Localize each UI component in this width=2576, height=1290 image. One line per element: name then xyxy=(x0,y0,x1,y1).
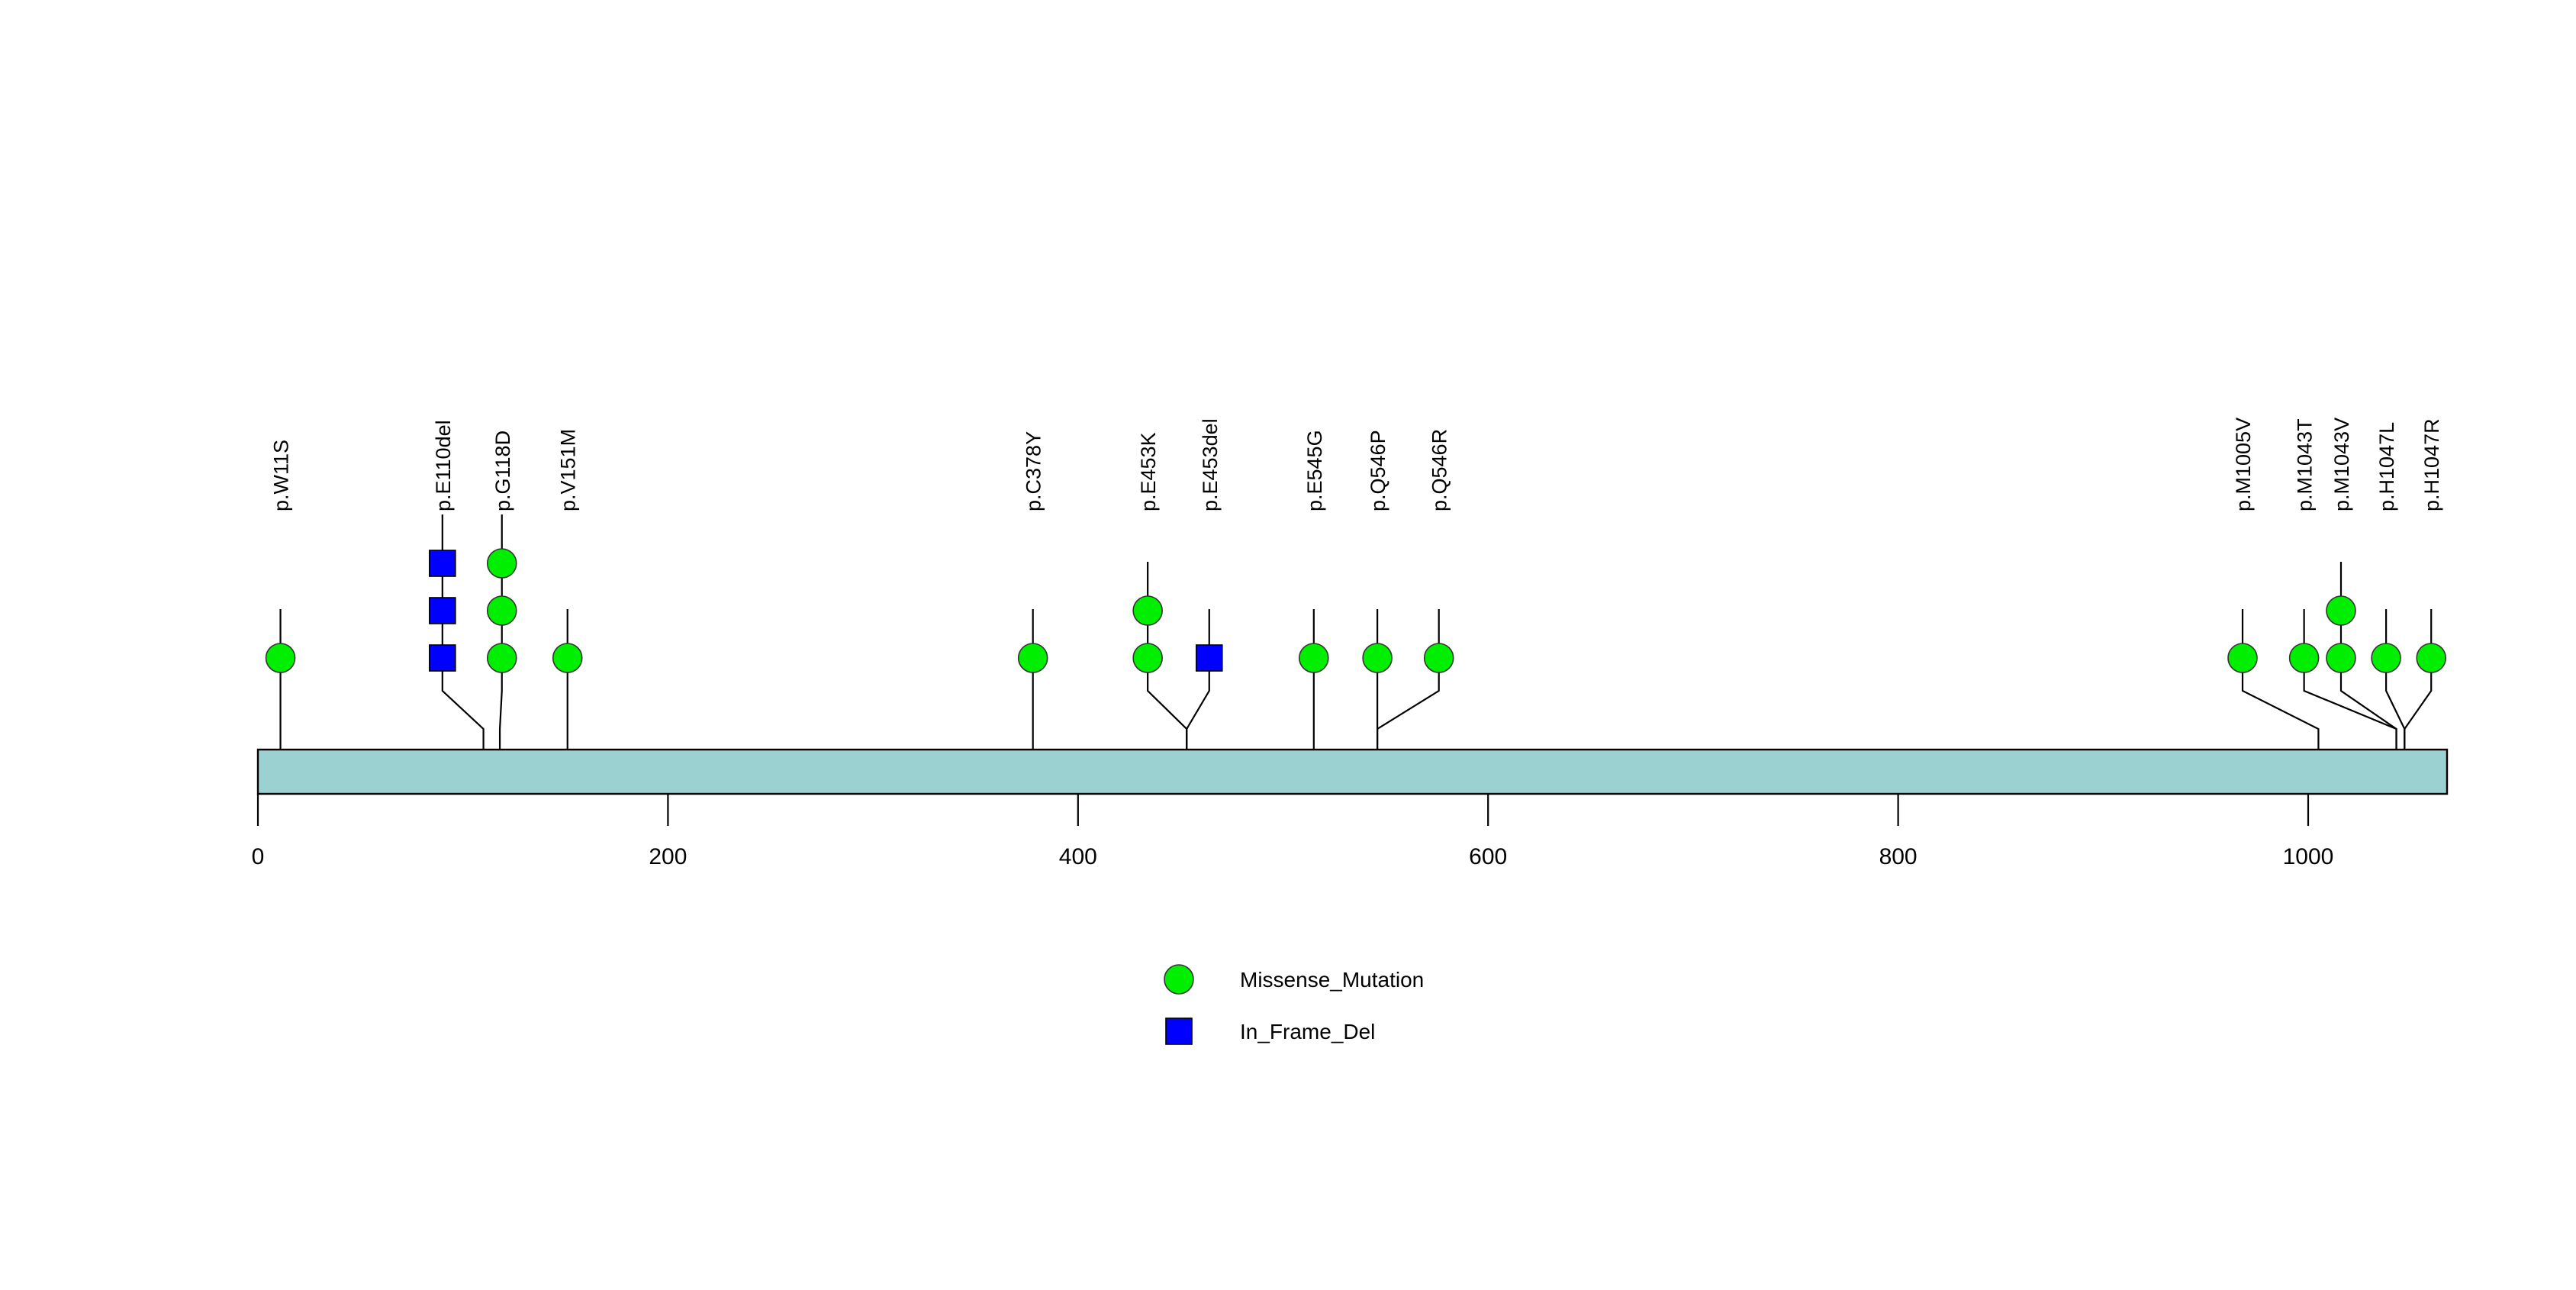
mutation-label: p.W11S xyxy=(270,440,293,511)
mutation-label: p.H1047L xyxy=(2375,422,2398,511)
in-frame-del-marker[interactable] xyxy=(429,597,456,624)
mutation-label: p.V151M xyxy=(557,429,580,511)
missense-mutation-marker[interactable] xyxy=(2371,643,2401,673)
mutation-label: p.E453K xyxy=(1137,432,1160,511)
missense-mutation-marker[interactable] xyxy=(265,643,296,673)
x-axis-layer: 0 200 400 600 800 1000 xyxy=(252,794,2334,869)
mutation-label: p.E110del xyxy=(432,420,455,511)
missense-mutation-marker[interactable] xyxy=(2416,643,2447,673)
mutation-label: p.G118D xyxy=(491,431,514,511)
axis-tick-label: 200 xyxy=(649,844,687,869)
missense-mutation-marker[interactable] xyxy=(2326,595,2356,626)
axis-tick-label: 600 xyxy=(1469,844,1507,869)
legend-swatch-missense-mutation xyxy=(1164,964,1194,995)
legend-label: Missense_Mutation xyxy=(1240,968,1424,992)
mutation-label: p.M1005V xyxy=(2232,418,2255,511)
mutation-label: p.Q546R xyxy=(1428,429,1451,511)
in-frame-del-marker[interactable] xyxy=(1195,644,1223,672)
missense-mutation-marker[interactable] xyxy=(1362,643,1393,673)
mutation-label: p.E545G xyxy=(1303,430,1326,511)
mutation-markers-layer xyxy=(265,548,2447,673)
legend-swatch-in-frame-del xyxy=(1165,1017,1193,1045)
protein-backbone-bar xyxy=(256,748,2449,795)
protein-bar-layer xyxy=(256,748,2449,795)
legend-label: In_Frame_Del xyxy=(1240,1020,1375,1043)
axis-tick-label: 800 xyxy=(1879,844,1918,869)
axis-tick-label: 0 xyxy=(252,844,265,869)
axis-tick-label: 400 xyxy=(1059,844,1097,869)
missense-mutation-marker[interactable] xyxy=(552,643,583,673)
missense-mutation-marker[interactable] xyxy=(1132,643,1163,673)
in-frame-del-marker[interactable] xyxy=(429,644,456,672)
missense-mutation-marker[interactable] xyxy=(486,595,517,626)
missense-mutation-marker[interactable] xyxy=(1132,595,1163,626)
missense-mutation-marker[interactable] xyxy=(2288,643,2320,673)
mutation-label: p.M1043T xyxy=(2294,418,2317,511)
in-frame-del-marker[interactable] xyxy=(429,550,456,577)
mutation-labels-layer: p.W11S p.E110del p.G118D p.V151M p.C378Y p.E4… xyxy=(270,418,2444,511)
missense-mutation-marker[interactable] xyxy=(1423,643,1454,673)
mutation-label: p.C378Y xyxy=(1022,431,1045,511)
mutation-label: p.Q546P xyxy=(1367,430,1389,511)
mutation-label: p.H1047R xyxy=(2420,418,2443,511)
missense-mutation-marker[interactable] xyxy=(1017,643,1048,673)
missense-mutation-marker[interactable] xyxy=(1299,643,1329,673)
axis-tick-label: 1000 xyxy=(2283,844,2334,869)
missense-mutation-marker[interactable] xyxy=(486,548,517,579)
missense-mutation-marker[interactable] xyxy=(2227,643,2258,673)
mutation-label: p.E453del xyxy=(1199,418,1222,511)
missense-mutation-marker[interactable] xyxy=(2326,643,2356,673)
missense-mutation-marker[interactable] xyxy=(486,643,517,673)
mutation-label: p.M1043V xyxy=(2330,418,2353,511)
